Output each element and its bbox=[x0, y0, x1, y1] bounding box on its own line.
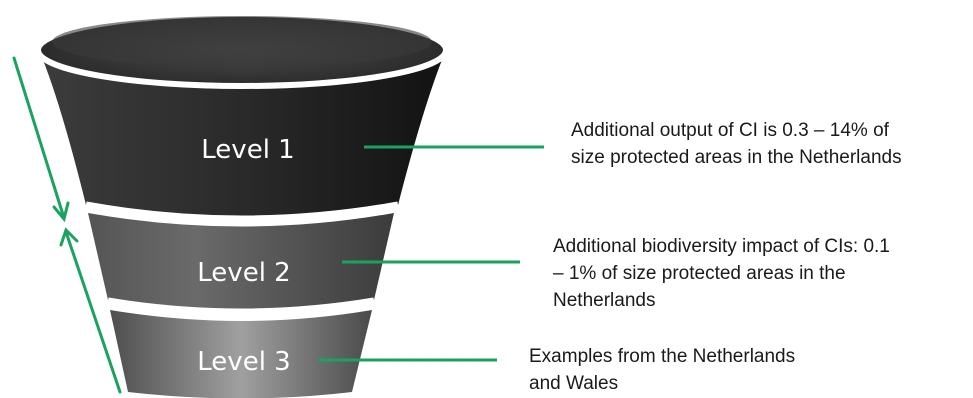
scale-arrow-upper-shaft bbox=[12, 56, 66, 220]
funnel-level-3-segment bbox=[110, 310, 372, 398]
scale-arrow-lower-head bbox=[59, 227, 79, 247]
funnel-level-2-segment bbox=[88, 213, 394, 311]
funnel-level-1-segment bbox=[39, 50, 446, 219]
scale-arrow bbox=[12, 56, 122, 394]
funnel-top-rim-highlight bbox=[52, 16, 432, 68]
level-2-label: Level 2 bbox=[197, 258, 290, 288]
annotation-level-2: Additional biodiversity impact of CIs: 0… bbox=[553, 236, 890, 311]
annotation-level-3: Examples from the Netherlands and Wales bbox=[529, 346, 796, 394]
funnel-separator-1 bbox=[85, 201, 399, 223]
annotation-level-1: Additional output of CI is 0.3 – 14% of … bbox=[571, 120, 902, 168]
scale-arrow-upper-head bbox=[52, 201, 70, 223]
scale-arrow-lower-shaft bbox=[64, 230, 122, 394]
level-1-label: Level 1 bbox=[201, 135, 294, 165]
funnel-separator-2 bbox=[107, 297, 375, 316]
level-3-label: Level 3 bbox=[197, 347, 290, 377]
